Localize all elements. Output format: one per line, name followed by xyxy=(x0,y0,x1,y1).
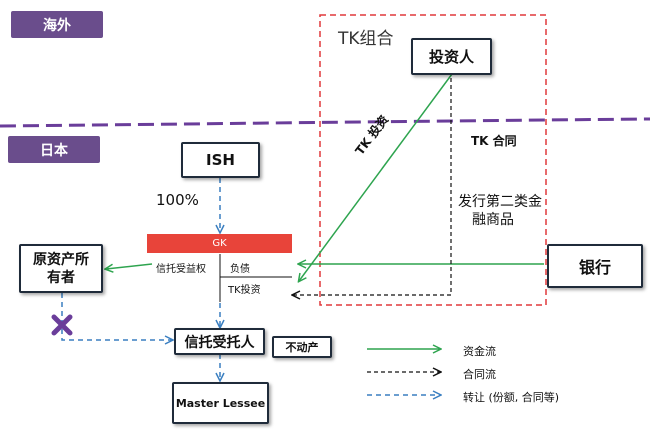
ish-node: ISH xyxy=(181,142,260,178)
gk-tk-investment: TK投资 xyxy=(228,285,261,296)
issue-product-label-line2: 融商品 xyxy=(472,212,514,228)
bank-label: 银行 xyxy=(578,258,611,277)
region-divider xyxy=(0,117,650,128)
trustee-node: 信托受托人 xyxy=(174,328,265,355)
gk-trust-beneficiary-right: 信托受益权 xyxy=(156,264,206,275)
gk-liability: 负债 xyxy=(230,264,250,275)
region-tag-japan-label: 日本 xyxy=(40,142,68,159)
gk-header: GK xyxy=(147,234,292,253)
tk-group-border xyxy=(319,14,547,306)
issue-product-label-line1: 发行第二类金 xyxy=(458,194,542,210)
ish-share-label: 100% xyxy=(156,191,199,209)
trustee-label: 信托受托人 xyxy=(184,334,255,351)
real-estate-node: 不动产 xyxy=(272,336,332,358)
gk-to-owner-arrow xyxy=(106,263,153,269)
investor-to-gk-arrow xyxy=(299,73,453,281)
master-lessee-label: Master Lessee xyxy=(175,396,266,410)
owner-to-trustee-arrow xyxy=(61,293,172,340)
legend-label-money: 资金流 xyxy=(463,345,496,358)
original-owner-node: 原资产所有者 xyxy=(19,244,103,293)
region-tag-overseas: 海外 xyxy=(11,11,103,38)
bank-node: 银行 xyxy=(547,244,643,288)
tk-contract-arrow xyxy=(293,78,452,295)
legend-label-transfer: 转让 (份额, 合同等) xyxy=(463,391,560,404)
real-estate-label: 不动产 xyxy=(285,341,319,354)
region-tag-overseas-label: 海外 xyxy=(43,17,71,34)
master-lessee-node: Master Lessee xyxy=(172,382,269,424)
investor-node: 投资人 xyxy=(411,38,492,75)
cross-icon xyxy=(51,314,73,336)
investor-label: 投资人 xyxy=(428,48,474,66)
gk-title: GK xyxy=(212,238,227,249)
tk-group-label: TK组合 xyxy=(338,29,394,49)
tk-contract-label: TK 合同 xyxy=(471,134,517,148)
region-tag-japan: 日本 xyxy=(8,136,100,163)
legend-label-contract: 合同流 xyxy=(463,368,496,381)
original-owner-label: 原资产所有者 xyxy=(33,251,89,286)
ish-label: ISH xyxy=(206,151,235,169)
